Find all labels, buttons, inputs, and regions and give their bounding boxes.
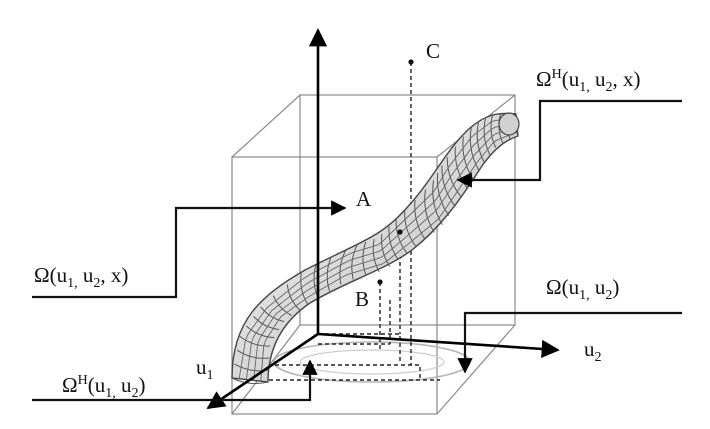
labels: C A B u2 u1 ΩH(u1, u2, x) Ω(u1, u2, x) Ω… xyxy=(34,39,640,401)
tube-mesh-ring xyxy=(372,239,380,273)
tube-mesh-line xyxy=(245,122,517,380)
point-a-marker xyxy=(397,229,403,235)
label-omega-u1-u2-x: Ω(u1, u2, x) xyxy=(34,263,128,291)
label-point-b: B xyxy=(355,287,369,311)
tube-top-cap xyxy=(498,112,520,136)
label-point-c: C xyxy=(426,39,440,63)
tube-mesh-ring xyxy=(362,241,367,276)
tube-mesh-ring xyxy=(239,335,270,347)
tube-mesh-line xyxy=(260,131,518,382)
projection-lines xyxy=(262,62,440,381)
label-omega-h-u1-u2-x: ΩH(u1, u2, x) xyxy=(536,67,640,95)
axes xyxy=(206,28,560,410)
tube-mesh-ring xyxy=(253,316,280,331)
cube-front-face xyxy=(231,156,438,415)
tube-mesh-ring xyxy=(483,118,491,156)
point-b-marker xyxy=(377,279,383,285)
tube-mesh-ring xyxy=(404,210,417,248)
tube-mesh-ring xyxy=(476,122,485,164)
tube-mesh-ring xyxy=(260,306,285,322)
tube-mesh-ring xyxy=(424,189,435,233)
label-u2: u2 xyxy=(584,337,602,365)
tube-mesh-ring xyxy=(388,226,399,261)
tube-mesh xyxy=(231,113,519,385)
tube-mesh-ring xyxy=(381,233,391,267)
base-ellipse xyxy=(273,341,471,383)
u2-axis xyxy=(317,332,560,358)
tube-mesh-ring xyxy=(246,325,275,339)
tube-mesh-ring xyxy=(441,165,456,207)
tube-mesh-ring xyxy=(436,172,450,216)
u1-axis xyxy=(206,332,319,410)
leader-omega-u1-u2-x xyxy=(32,200,347,299)
label-u1: u1 xyxy=(196,355,214,383)
tube-mesh-ring xyxy=(432,180,443,225)
label-omega-h-u1-u2: ΩH(u1, u2) xyxy=(62,373,145,401)
tube-surface xyxy=(231,112,520,385)
tube-mesh-line xyxy=(238,117,517,379)
dashed-floor-2 xyxy=(275,364,421,380)
base-ellipse-inner xyxy=(299,349,445,375)
tube-mesh-ring xyxy=(339,248,347,285)
cube-edge-tl xyxy=(231,94,301,158)
leader-omega-u1-u2 xyxy=(457,311,682,374)
tube-mesh-ring xyxy=(272,295,292,316)
tube-mesh-ring xyxy=(498,113,504,144)
points xyxy=(377,59,414,285)
point-c-marker xyxy=(408,59,414,65)
base-region xyxy=(273,341,471,383)
tube-mesh-ring xyxy=(469,127,480,171)
cube-back-face xyxy=(299,94,516,326)
tube-mesh-ring xyxy=(395,219,408,254)
tube-mesh-ring xyxy=(286,284,301,311)
label-point-a: A xyxy=(356,187,372,211)
tube-mesh-line xyxy=(253,126,518,381)
tube-mesh-ring xyxy=(490,113,497,148)
label-omega-u1-u2: Ω(u1, u2) xyxy=(546,275,619,303)
leader-lines xyxy=(32,99,682,402)
leader-omega-h-u1-u2-x xyxy=(456,99,682,188)
cube-edge-br xyxy=(436,324,516,415)
tube-mesh-ring xyxy=(300,273,309,305)
tube-mesh-ring xyxy=(326,256,332,292)
tube-mesh-ring xyxy=(231,377,269,385)
tube-mesh-ring xyxy=(351,244,358,280)
tube-mesh-ring xyxy=(414,199,426,240)
tube-mesh-ring xyxy=(236,349,270,359)
leader-omega-h-u1-u2 xyxy=(32,359,318,402)
dashed-floor-1 xyxy=(318,333,401,362)
tube-mesh-ring xyxy=(446,157,462,198)
